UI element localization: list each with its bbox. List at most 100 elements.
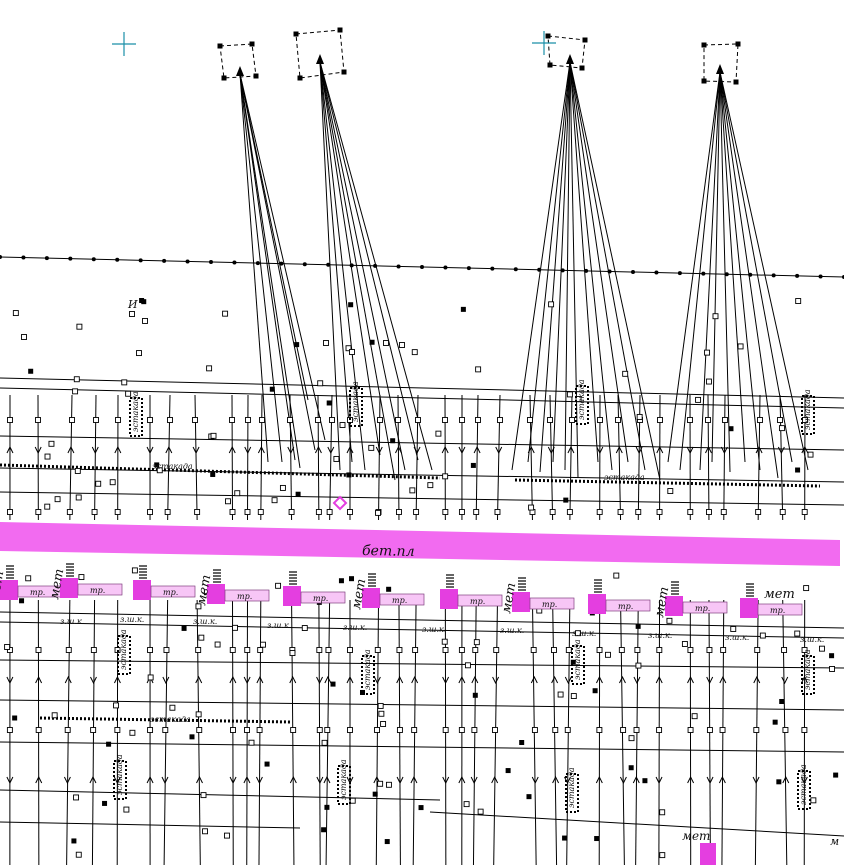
square-node [156,467,163,474]
pipe-line [231,394,234,521]
arrow-down-icon [706,676,714,685]
filled-square-node [384,839,390,845]
arrow-up-icon [346,445,354,454]
equipment-block [665,596,683,616]
square-node [114,509,121,515]
square-node [7,417,13,423]
square-node [115,417,121,423]
square-node [494,509,501,515]
overpass-label: эстакада [152,462,193,471]
pipe-line [719,71,746,463]
square-node [234,490,241,497]
filled-square-node [472,692,478,698]
ash-label: з.ш.к. [648,631,672,640]
arrow-up-icon [323,775,331,784]
filled-square-node [249,41,255,47]
square-node [25,575,32,582]
square-node [719,727,726,733]
square-node [782,727,789,733]
arrow-down-icon [442,676,450,685]
square-node [566,391,573,398]
square-node [548,301,555,308]
square-node [339,422,346,428]
equipment-block [512,592,530,612]
pipe-line [0,699,844,711]
square-node [257,647,264,653]
square-node [473,509,480,515]
arrow-up-icon [801,445,809,454]
square-node [409,487,416,494]
pipe-line [0,621,844,639]
arrow-up-icon [64,675,72,684]
square-node [659,809,666,816]
square-node [442,417,448,423]
square-node [737,343,744,350]
dot-node [724,272,729,277]
filled-square-node [545,33,551,39]
overpass-frame [575,385,589,425]
pipe-line [39,716,291,724]
square-node [549,509,556,515]
pipe-line [239,73,301,469]
filled-square-node [526,794,532,800]
square-node [244,727,250,733]
arrow-up-icon [619,675,626,684]
square-node [681,641,688,647]
arrow-up-icon [114,445,122,454]
square-node [74,467,81,474]
overpass-frame [361,655,375,695]
square-node [636,413,643,420]
square-node [575,630,581,637]
equipment-block [283,586,301,606]
square-node [125,390,132,397]
square-node [6,509,13,515]
square-node [374,647,381,653]
filled-square-node [829,653,835,659]
dot-node [326,262,331,267]
square-node [493,647,500,653]
filled-square-node [217,43,223,49]
square-node [315,509,322,515]
pipe-line [719,71,761,471]
square-node [794,630,801,637]
square-node [712,313,719,320]
pipe-line [679,71,721,471]
filled-square-node [369,339,375,345]
square-node [442,509,449,515]
dot-node [677,271,682,276]
overpass-frame [565,773,579,813]
filled-square-node [346,472,352,478]
filled-square-node [505,768,511,774]
arrow-down-icon [6,676,14,685]
tr-label-box [605,599,651,612]
pipeline-lines [0,29,844,865]
square-node [527,417,533,423]
arrow-up-icon [755,445,763,454]
tr-label-box [529,597,575,610]
concrete-road-band [0,522,840,566]
square-node [113,702,119,709]
pipe-line [319,61,381,456]
square-node [753,727,760,733]
square-node [566,509,573,515]
dot-node [279,261,284,266]
square-node [531,727,538,733]
square-node [90,647,97,653]
pipe-line [0,659,844,669]
square-node [329,417,335,423]
square-node [635,509,642,515]
square-node [93,417,99,423]
arrow-up-icon [782,775,790,784]
filled-square-node [102,800,108,806]
overpass-label: эстакада [799,764,808,805]
tr-label: тр. [30,588,45,597]
arrow-up-icon [411,675,419,684]
equipment-block [700,843,716,865]
filled-square-node [701,78,707,84]
square-node [287,417,293,423]
pipe-line [239,73,269,463]
square-node [90,727,97,733]
square-node [730,626,737,632]
square-node [72,388,79,395]
square-node [69,417,75,423]
